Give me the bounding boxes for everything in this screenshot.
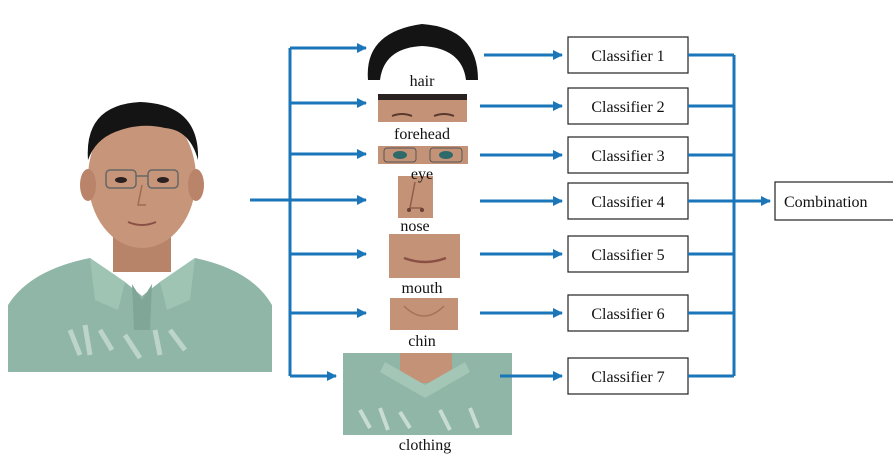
classifier-box-1: Classifier 1 [568, 37, 688, 73]
chin-image [390, 298, 458, 330]
classifier-label: Classifier 7 [591, 369, 664, 386]
classifier-arrows [480, 55, 562, 376]
part-label-eye: eye [411, 166, 433, 183]
part-label-forehead: forehead [394, 126, 450, 143]
eye-image [378, 146, 468, 164]
output-arrows [688, 55, 770, 376]
forehead-image [378, 94, 467, 122]
classifier-box-2: Classifier 2 [568, 88, 688, 124]
combination-label: Combination [784, 194, 868, 211]
part-label-clothing: clothing [399, 437, 451, 454]
classifier-label: Classifier 1 [591, 48, 664, 65]
classifier-box-5: Classifier 5 [568, 236, 688, 272]
classifier-label: Classifier 4 [591, 194, 664, 211]
clothing-image [343, 353, 512, 435]
classifier-box-6: Classifier 6 [568, 295, 688, 331]
combination-box: Combination [775, 182, 893, 220]
classifier-label: Classifier 5 [591, 247, 664, 264]
classifier-box-4: Classifier 4 [568, 183, 688, 219]
hair-image [368, 24, 478, 80]
mouth-image [389, 234, 460, 278]
part-label-chin: chin [408, 333, 436, 350]
part-label-hair: hair [410, 73, 436, 90]
classifier-label: Classifier 3 [591, 148, 664, 165]
part-label-nose: nose [400, 218, 429, 235]
part-label-mouth: mouth [402, 280, 443, 297]
classifier-label: Classifier 2 [591, 99, 664, 116]
portrait-photo [8, 100, 272, 372]
classifier-label: Classifier 6 [591, 306, 664, 323]
classifier-box-7: Classifier 7 [568, 358, 688, 394]
classifier-box-3: Classifier 3 [568, 137, 688, 173]
